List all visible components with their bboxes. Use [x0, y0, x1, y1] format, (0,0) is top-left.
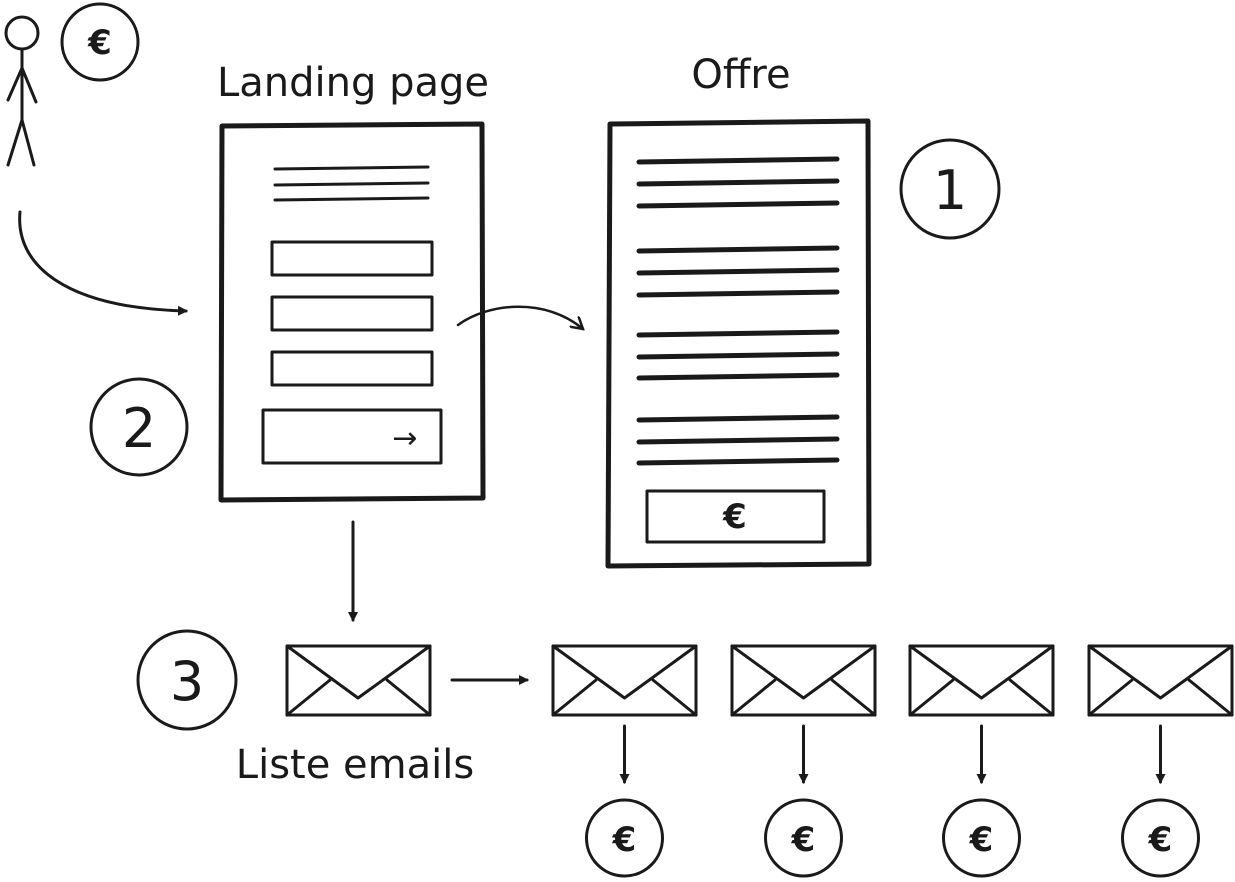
step-3-badge: 3 — [136, 629, 238, 731]
form-field — [270, 295, 434, 332]
coin-currency-symbol: € — [612, 820, 637, 860]
step-2-badge: 2 — [89, 377, 189, 477]
email-sequence: € € € € — [551, 644, 1234, 878]
email-list-label: Liste emails — [236, 742, 474, 788]
offer-page-card: € — [605, 118, 872, 569]
coin-currency-symbol: € — [1148, 820, 1173, 860]
coin-currency-symbol: € — [969, 820, 994, 860]
euro-coin-icon: € — [1121, 798, 1200, 878]
step-1-badge: 1 — [899, 138, 1001, 240]
landing-page-label: Landing page — [217, 60, 489, 106]
buy-button — [645, 489, 826, 544]
arrow-icon — [18, 210, 188, 316]
buy-currency-symbol: € — [722, 497, 747, 537]
coin-currency-symbol: € — [87, 23, 112, 63]
step-1-number: 1 — [933, 159, 967, 222]
offer-label: Offre — [691, 52, 790, 98]
form-field — [270, 240, 434, 277]
euro-coin-icon: € — [585, 798, 664, 878]
submit-arrow-icon: → — [392, 421, 417, 456]
person-icon — [4, 15, 40, 167]
step-3-number: 3 — [170, 650, 204, 713]
euro-coin-icon: € — [764, 798, 843, 878]
envelope-icon — [908, 644, 1055, 717]
step-2-number: 2 — [122, 397, 156, 460]
euro-coin-icon: € — [942, 798, 1021, 878]
envelope-icon — [285, 644, 432, 717]
envelope-icon — [551, 644, 698, 717]
coin-currency-symbol: € — [791, 820, 816, 860]
landing-page-card: → — [218, 121, 486, 503]
euro-coin-icon: € — [60, 2, 140, 82]
form-field — [270, 350, 434, 387]
arrow-icon — [456, 305, 583, 329]
submit-button — [261, 408, 443, 465]
envelope-icon — [1087, 644, 1234, 717]
envelope-icon — [730, 644, 877, 717]
